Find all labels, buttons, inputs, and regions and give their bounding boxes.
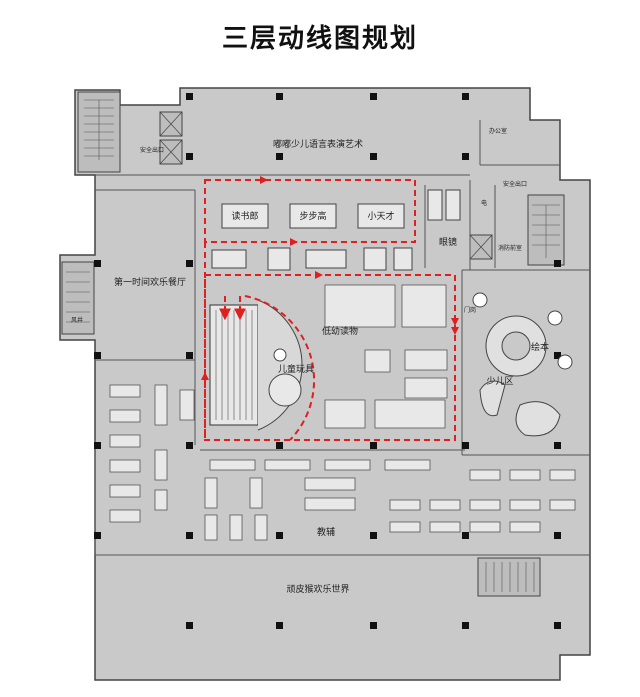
label-elec: 电 xyxy=(481,199,487,207)
label-supplies: 教辅 xyxy=(317,526,335,538)
escalator xyxy=(209,304,259,426)
label-low-age-reading: 低幼读物 xyxy=(322,325,358,337)
label-kids-zone: 少儿区 xyxy=(486,376,513,387)
label-music-art: 嘟嘟少儿语言表演艺术 xyxy=(273,138,363,150)
label-toys: 儿童玩具 xyxy=(278,363,314,375)
label-shaft: 风井 xyxy=(71,316,83,324)
columns xyxy=(94,93,561,629)
label-dining: 第一时间欢乐餐厅 xyxy=(114,276,186,288)
label-glasses: 眼镜 xyxy=(439,236,457,248)
toy-zone xyxy=(257,299,303,431)
shelves xyxy=(109,284,576,541)
page-title: 三层动线图规划 xyxy=(221,24,418,54)
top-counters xyxy=(211,189,461,271)
route-arrows xyxy=(201,176,459,380)
label-exit-2: 安全出口 xyxy=(503,180,527,188)
label-fire-room: 消防前室 xyxy=(498,244,522,252)
label-xiaotiancai: 小天才 xyxy=(367,210,394,222)
label-picture-book: 绘本 xyxy=(531,341,549,353)
label-office: 办公室 xyxy=(489,127,507,135)
walls xyxy=(94,120,590,556)
label-door: 门岗 xyxy=(464,306,476,314)
picture-book-area xyxy=(472,292,573,437)
route-path xyxy=(204,179,456,441)
label-bubugao: 步步高 xyxy=(299,210,326,222)
label-bookstore: 读书郎 xyxy=(231,210,258,222)
label-playland: 顽皮猴欢乐世界 xyxy=(286,583,349,595)
label-exit-1: 安全出口 xyxy=(140,146,164,154)
